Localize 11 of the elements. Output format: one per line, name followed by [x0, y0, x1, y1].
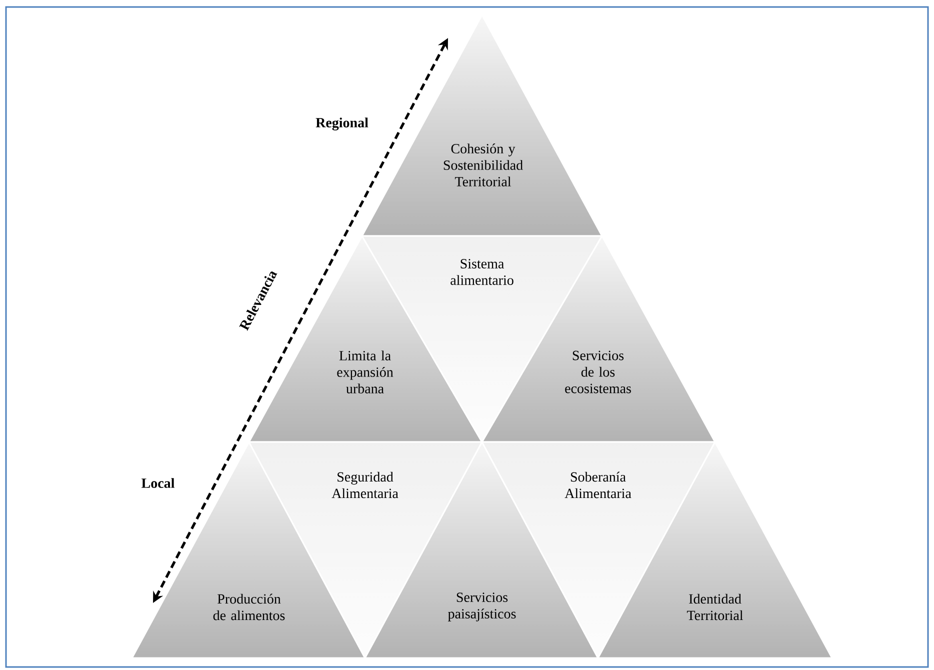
segment-label: Cohesión y Sostenibilidad Territorial — [444, 144, 523, 186]
segment-label: Limita la expansión urbana — [337, 350, 394, 394]
segment-label: Servicios paisajísticos — [448, 592, 516, 622]
segment-label: Identidad Territorial — [686, 594, 744, 620]
axis-label: Local — [142, 478, 174, 488]
axis-label: Regional — [316, 118, 368, 130]
segment-label: Seguridad Alimentaria — [332, 472, 398, 498]
segment-label: Sistema alimentario — [450, 259, 514, 285]
segment-label: Soberanía Alimentaria — [564, 472, 632, 498]
segment-label: Producción de alimentos — [213, 594, 285, 620]
segment-label: Servicios de los ecosistemas — [565, 350, 631, 394]
